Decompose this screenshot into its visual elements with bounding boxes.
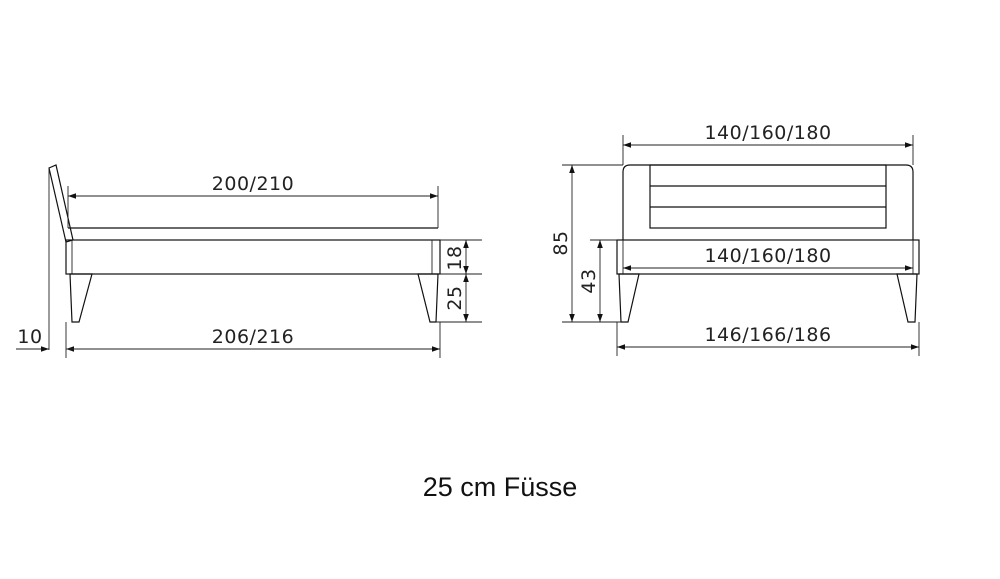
caption-feet: 25 cm Füsse bbox=[422, 472, 578, 502]
dim-length-inner: 200/210 bbox=[212, 173, 294, 195]
dim-width-outer: 146/166/186 bbox=[704, 324, 831, 346]
side-leg-right bbox=[417, 273, 439, 323]
front-frame bbox=[616, 239, 920, 275]
dim-total-height: 85 bbox=[550, 230, 572, 255]
dim-length-outer: 206/216 bbox=[212, 326, 294, 348]
front-view: 140/160/180 140/160/180 146/166/186 85 4… bbox=[550, 122, 920, 356]
dim-frame-top-height: 43 bbox=[578, 268, 600, 293]
front-leg-right bbox=[896, 273, 918, 323]
headboard-panel bbox=[622, 164, 914, 240]
headboard bbox=[48, 164, 74, 243]
front-leg-left bbox=[618, 273, 640, 323]
headboard-slats bbox=[649, 164, 887, 229]
dim-width-top: 140/160/180 bbox=[704, 122, 831, 144]
dim-frame-height: 18 bbox=[444, 245, 466, 270]
side-frame bbox=[65, 239, 441, 275]
dim-width-inner: 140/160/180 bbox=[704, 245, 831, 267]
dim-headboard-offset: 10 bbox=[17, 326, 42, 348]
dim-leg-height: 25 bbox=[444, 285, 466, 310]
side-view: 200/210 206/216 10 18 25 bbox=[16, 164, 482, 358]
side-leg-left bbox=[69, 273, 93, 323]
